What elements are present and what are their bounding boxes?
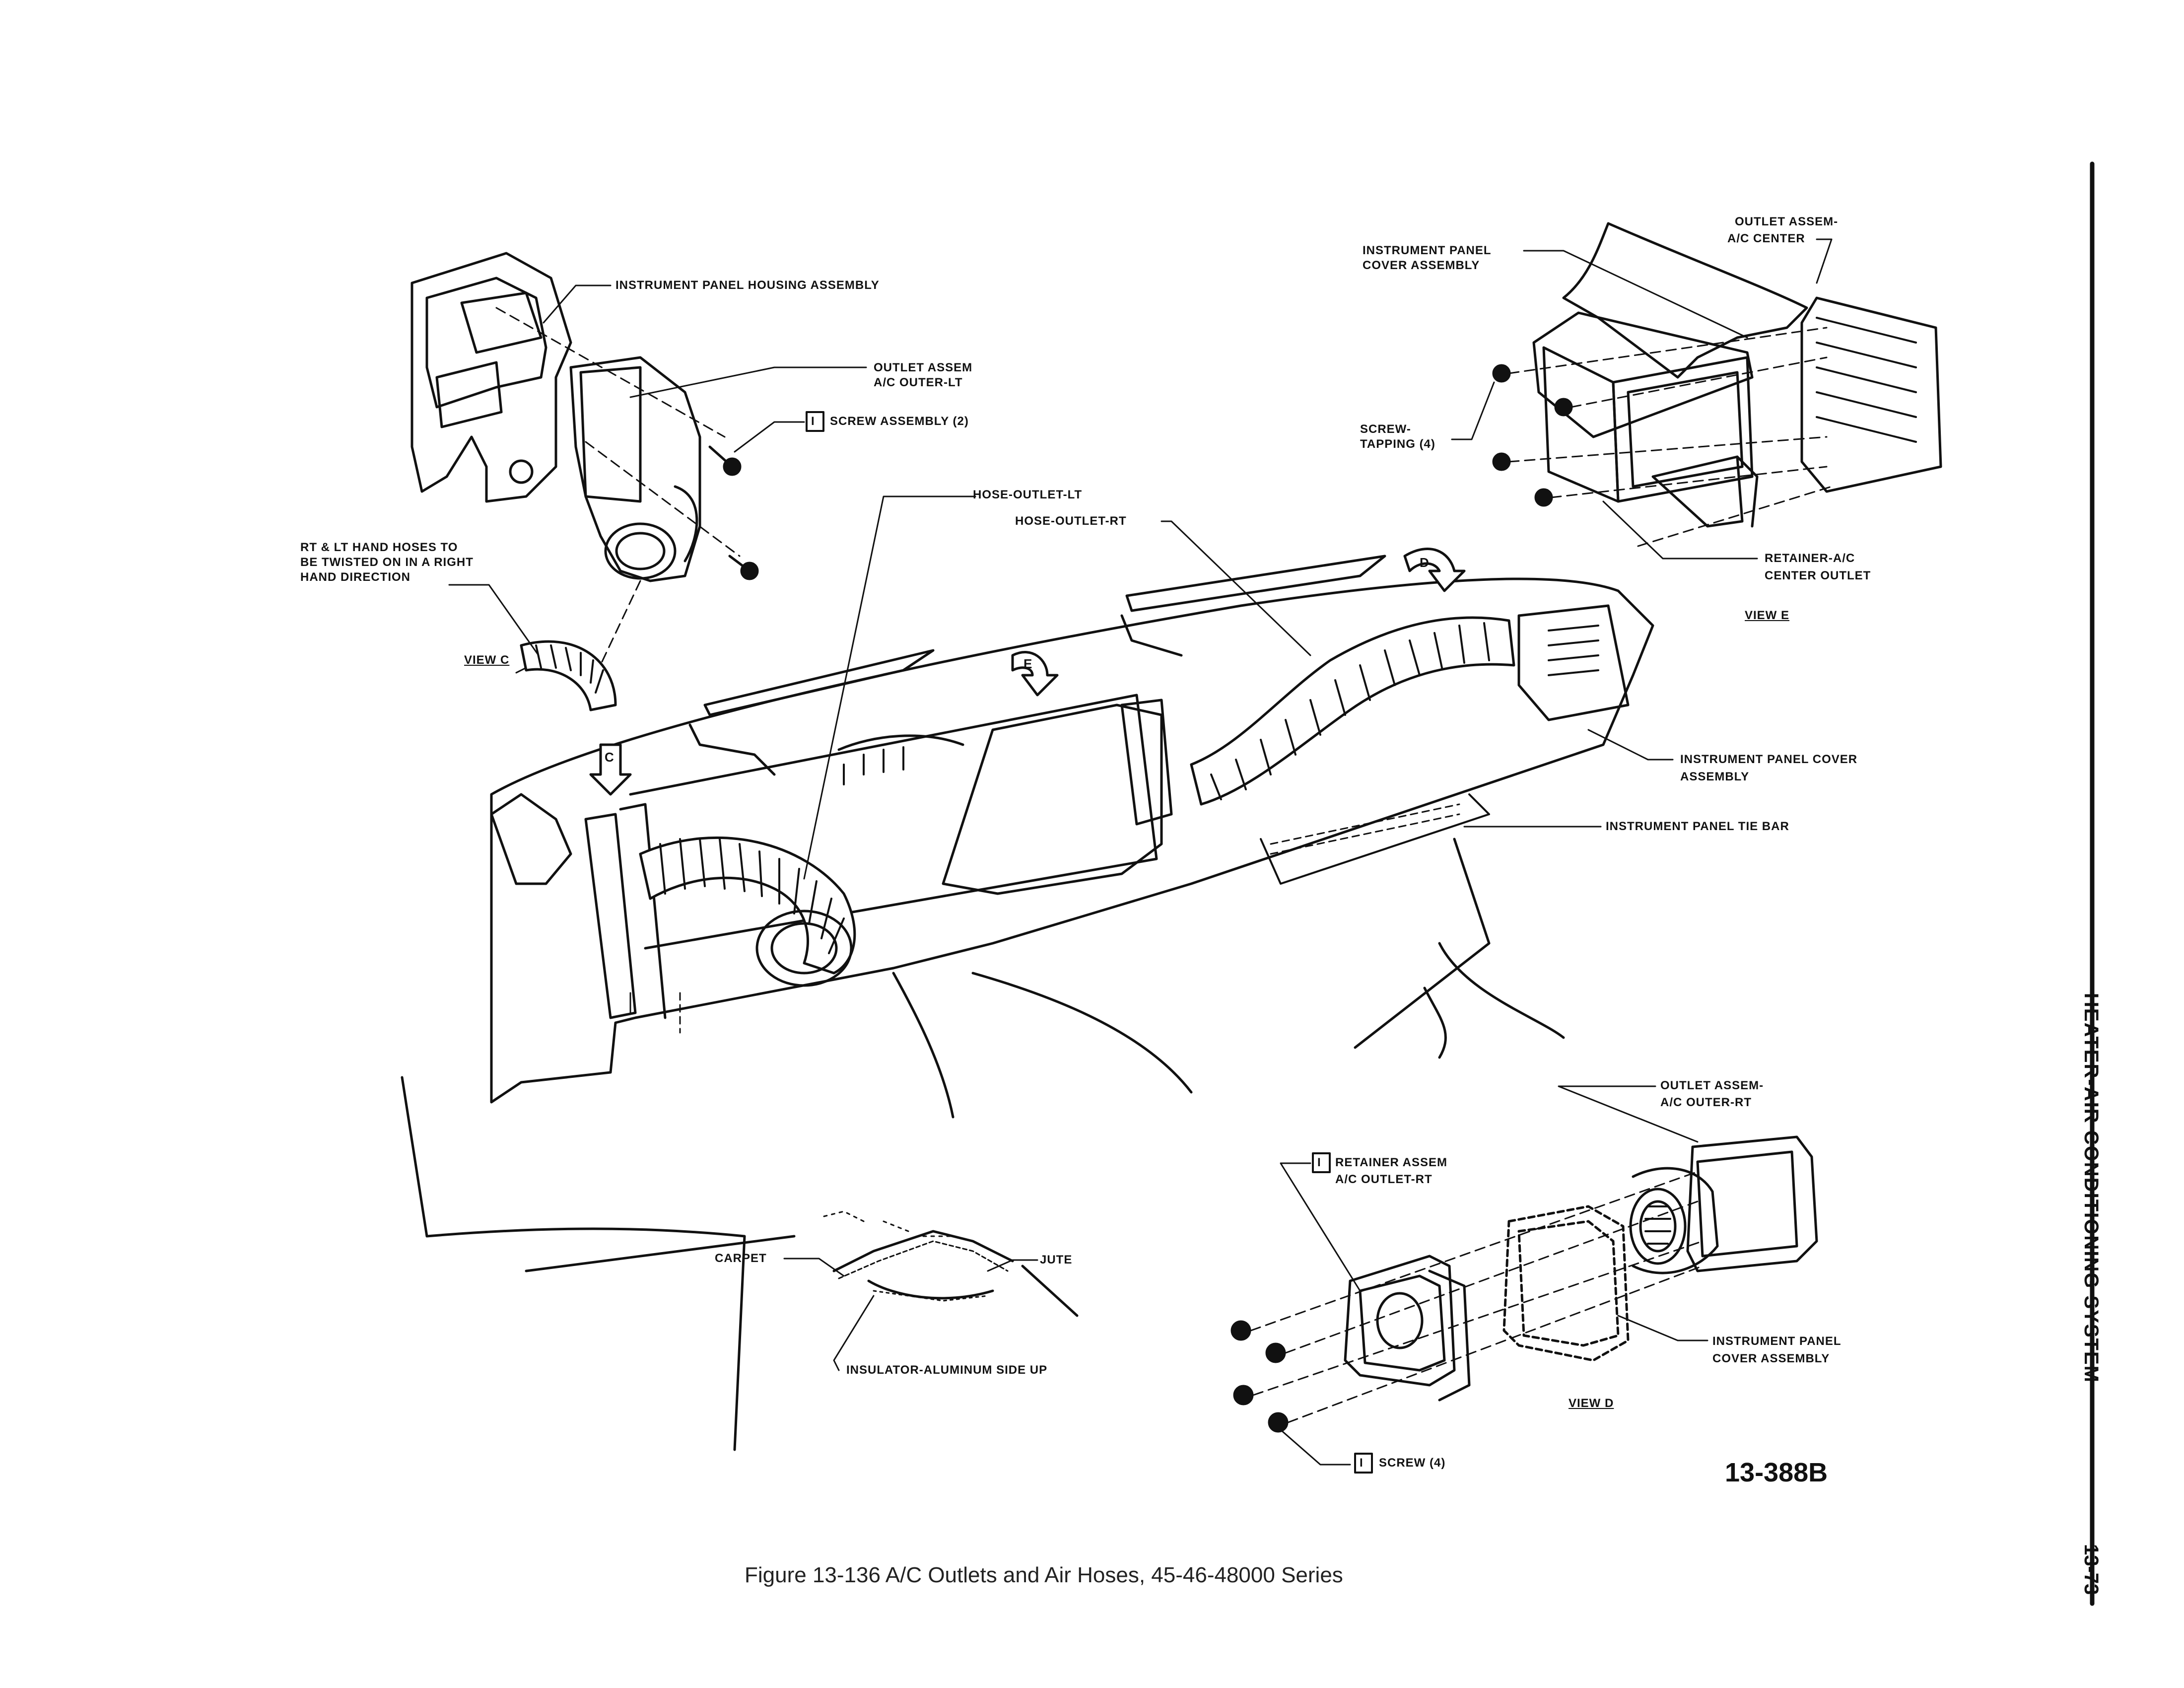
label-hoses-note-3: HAND DIRECTION xyxy=(300,570,410,584)
label-hoses-note-2: BE TWISTED ON IN A RIGHT xyxy=(300,556,474,569)
label-ip-cover-top-2: COVER ASSEMBLY xyxy=(1363,259,1480,272)
view-d-assembly xyxy=(1230,1085,1818,1466)
figure-code: 13-388B xyxy=(1725,1458,1828,1487)
label-view-d: VIEW D xyxy=(1569,1397,1614,1410)
label-screw-4: SCREW (4) xyxy=(1379,1456,1446,1470)
label-ip-cover-mid-2: ASSEMBLY xyxy=(1680,770,1750,783)
label-ip-housing-assembly: INSTRUMENT PANEL HOUSING ASSEMBLY xyxy=(615,279,880,292)
page-number: 13-73 xyxy=(2080,1544,2102,1595)
label-retainer-center-1: RETAINER-A/C xyxy=(1765,552,1855,565)
label-view-c: VIEW C xyxy=(464,653,510,667)
part-marker-boxes xyxy=(806,411,1373,1474)
label-screw-tapping-1: SCREW- xyxy=(1360,422,1411,436)
dash-panel xyxy=(401,495,1674,1451)
label-ip-cover-mid-1: INSTRUMENT PANEL COVER xyxy=(1680,753,1858,766)
label-outlet-outer-lt-1: OUTLET ASSEM xyxy=(874,361,973,374)
floor-detail xyxy=(525,1210,1079,1371)
view-e-screws xyxy=(1492,364,1573,507)
label-insulator: INSULATOR-ALUMINUM SIDE UP xyxy=(846,1363,1048,1377)
callout-c: C xyxy=(605,750,614,765)
part-marker-3: I xyxy=(1360,1456,1364,1470)
label-hose-outlet-lt: HOSE-OUTLET-LT xyxy=(973,488,1083,501)
label-ip-tie-bar: INSTRUMENT PANEL TIE BAR xyxy=(1606,820,1789,833)
view-c-assembly xyxy=(410,252,867,711)
label-ip-cover-bot-2: COVER ASSEMBLY xyxy=(1712,1352,1830,1365)
label-retainer-outlet-rt-2: A/C OUTLET-RT xyxy=(1335,1173,1433,1186)
page-number-band: 13-73 xyxy=(2072,1544,2107,1609)
label-ip-cover-top-1: INSTRUMENT PANEL xyxy=(1363,244,1492,257)
label-outlet-outer-rt-2: A/C OUTER-RT xyxy=(1660,1096,1752,1109)
side-title: HEATER-AIR CONDITIONING SYSTEM xyxy=(2080,993,2102,1383)
label-retainer-outlet-rt-1: RETAINER ASSEM xyxy=(1335,1156,1448,1169)
view-e-assembly xyxy=(1451,222,1942,560)
part-marker-2: I xyxy=(1317,1156,1321,1169)
callout-d: D xyxy=(1420,555,1430,570)
label-screw-assembly-2: SCREW ASSEMBLY (2) xyxy=(830,415,969,428)
part-marker-1: I xyxy=(811,415,815,428)
label-outlet-center-2: A/C CENTER xyxy=(1727,232,1805,245)
label-screw-tapping-2: TAPPING (4) xyxy=(1360,437,1435,451)
callout-e: E xyxy=(1024,656,1033,671)
label-view-e: VIEW E xyxy=(1745,609,1790,622)
label-outlet-outer-rt-1: OUTLET ASSEM- xyxy=(1660,1079,1764,1092)
label-outlet-center-1: OUTLET ASSEM- xyxy=(1735,215,1839,228)
label-outlet-outer-lt-2: A/C OUTER-LT xyxy=(874,376,963,389)
label-jute: JUTE xyxy=(1040,1253,1073,1266)
view-c-screws xyxy=(708,445,759,580)
label-retainer-center-2: CENTER OUTLET xyxy=(1765,569,1871,582)
side-title-band: HEATER-AIR CONDITIONING SYSTEM xyxy=(2072,993,2107,1489)
label-ip-cover-bot-1: INSTRUMENT PANEL xyxy=(1712,1335,1842,1348)
label-hose-outlet-rt: HOSE-OUTLET-RT xyxy=(1015,514,1127,528)
label-hoses-note-1: RT & LT HAND HOSES TO xyxy=(300,541,458,554)
label-carpet: CARPET xyxy=(715,1252,767,1265)
view-d-screws xyxy=(1230,1320,1289,1433)
figure-caption: Figure 13-136 A/C Outlets and Air Hoses,… xyxy=(745,1563,1343,1587)
